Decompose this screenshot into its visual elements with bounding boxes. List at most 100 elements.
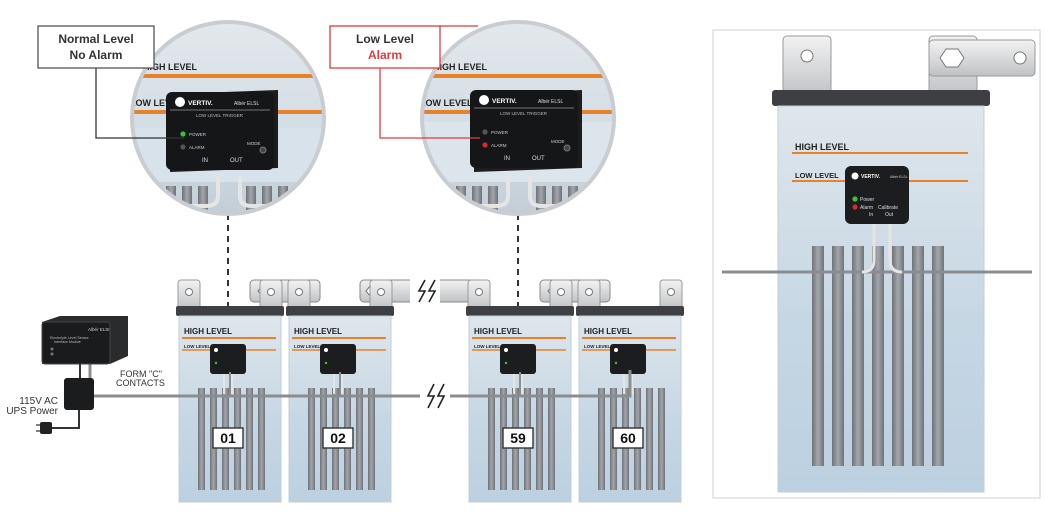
- power-label-line1: 115V AC: [19, 396, 58, 407]
- contacts-label: CONTACTS: [116, 378, 165, 388]
- cell-lid: [176, 306, 284, 316]
- detail-sensor: VERTIV. Albér ELSL Power Alarm In Calibr…: [845, 166, 909, 224]
- mag1-alarm: ALARM: [189, 145, 205, 150]
- callout-low: Low Level Alarm: [329, 25, 480, 139]
- mag1-brand: VERTIV.: [188, 100, 213, 107]
- mag2-high-level: HIGH LEVEL: [433, 62, 488, 72]
- interface-line1: Electrolyte Level Sensor: [50, 336, 90, 340]
- cell-high-level: HIGH LEVEL: [474, 327, 522, 336]
- callout-low-line1: Low Level: [356, 32, 414, 46]
- cell-plate: [368, 388, 375, 490]
- sensor-led: [504, 361, 508, 365]
- cell-low-level: LOW LEVEL: [584, 344, 610, 349]
- cell-label-box: [502, 427, 534, 449]
- mag2-sensor: VERTIV. Albér ELSL LOW LEVEL TRIGGER POW…: [470, 90, 582, 172]
- mag1-high-level: HIGH LEVEL: [143, 62, 198, 72]
- interface-line2: Interface Module: [54, 340, 81, 344]
- cell-plate: [658, 388, 665, 490]
- cell-lid: [466, 306, 574, 316]
- mag1-mode: MODE: [247, 141, 261, 146]
- cell-sensor: [610, 344, 646, 374]
- detail-high-level: HIGH LEVEL: [795, 142, 850, 152]
- interface-module: Albér ELSI Electrolyte Level Sensor Inte…: [41, 316, 128, 365]
- mag1-out: OUT: [230, 158, 243, 164]
- detail-terminal-post-left: [782, 35, 832, 97]
- mag1-subtitle: LOW LEVEL TRIGGER: [196, 113, 244, 118]
- detail-calibrate: Calibrate: [878, 205, 898, 211]
- battery-cell: HIGH LEVEL LOW LEVEL 01: [176, 279, 284, 503]
- cell-label: 01: [220, 430, 236, 446]
- callout-low-line2: Alarm: [368, 48, 402, 62]
- sensor-logo: [214, 348, 218, 352]
- mag1-in: IN: [202, 158, 208, 164]
- cell-label: 59: [510, 430, 526, 446]
- mag2-brand: VERTIV.: [492, 98, 517, 105]
- cell-label-box: [212, 427, 244, 449]
- terminal-hole: [475, 288, 483, 296]
- cell-low-level: LOW LEVEL: [294, 344, 320, 349]
- plug-icon: [36, 422, 52, 434]
- mag1-low-level: LOW LEVEL: [130, 98, 183, 108]
- mag2-mode: MODE: [551, 139, 565, 144]
- sensor-led: [324, 361, 328, 365]
- cell-sensor: [500, 344, 536, 374]
- cell-low-level: LOW LEVEL: [184, 344, 210, 349]
- battery-cells: HIGH LEVEL LOW LEVEL 01 HIGH LEVEL LOW LEVEL…: [176, 279, 684, 503]
- detail-cell-lid: [772, 90, 990, 106]
- terminal-hole: [667, 288, 675, 296]
- detail-alarm: Alarm: [860, 205, 873, 211]
- cell-plate: [246, 388, 253, 490]
- form-c-label: FORM "C": [120, 369, 162, 379]
- cell-label-box: [612, 427, 644, 449]
- sensor-logo: [614, 348, 618, 352]
- detail-model: Albér ELSL: [890, 175, 908, 179]
- cell-plate: [598, 388, 605, 490]
- callout-normal-line2: No Alarm: [70, 48, 123, 62]
- mag2-out: OUT: [532, 156, 545, 162]
- cell-plate: [356, 388, 363, 490]
- cell-sensor: [210, 344, 246, 374]
- terminal-hole: [585, 288, 593, 296]
- mag2-low-level: LOW LEVEL: [420, 98, 473, 108]
- sensor-led: [614, 361, 618, 365]
- detail-power: Power: [860, 197, 875, 203]
- cell-high-level: HIGH LEVEL: [184, 327, 232, 336]
- mag1-power: POWER: [189, 132, 207, 137]
- cell-high-level: HIGH LEVEL: [294, 327, 342, 336]
- cell-high-level: HIGH LEVEL: [584, 327, 632, 336]
- terminal-hole: [557, 288, 565, 296]
- callout-normal-line1: Normal Level: [58, 32, 133, 46]
- detail-bus-bar: [928, 35, 1036, 97]
- cell-plate: [308, 388, 315, 490]
- cell-plate: [258, 388, 265, 490]
- mag1-model: Albér ELSL: [234, 101, 260, 107]
- mag2-subtitle: LOW LEVEL TRIGGER: [500, 111, 548, 116]
- cell-lid: [576, 306, 684, 316]
- detail-low-level: LOW LEVEL: [795, 171, 839, 180]
- sensor-logo: [504, 348, 508, 352]
- detail-in: In: [869, 212, 873, 218]
- cell-low-level: LOW LEVEL: [474, 344, 500, 349]
- detail-brand: VERTIV.: [861, 174, 881, 180]
- magnifier-low: HIGH LEVEL LOW LEVEL VERTIV. Albér ELSL …: [420, 20, 616, 216]
- callout-normal: Normal Level No Alarm: [37, 25, 184, 139]
- cell-plate: [488, 388, 495, 490]
- power-cord-plug: [52, 410, 80, 429]
- terminal-hole: [267, 288, 275, 296]
- cell-plate: [646, 388, 653, 490]
- detail-panel: HIGH LEVEL LOW LEVEL VERTIV. Albér ELSL …: [712, 29, 1041, 499]
- cell-plate: [536, 388, 543, 490]
- sensor-logo: [324, 348, 328, 352]
- power-adapter: [64, 378, 94, 410]
- mag2-power: POWER: [491, 130, 509, 135]
- mag1-sensor: VERTIV. Albér ELSL LOW LEVEL TRIGGER POW…: [166, 90, 278, 172]
- cell-label: 60: [620, 430, 636, 446]
- cell-plate: [198, 388, 205, 490]
- sensor-led: [214, 361, 218, 365]
- interface-title: Albér ELSI: [88, 327, 110, 332]
- detail-plates: [812, 246, 944, 466]
- mag2-in: IN: [504, 156, 510, 162]
